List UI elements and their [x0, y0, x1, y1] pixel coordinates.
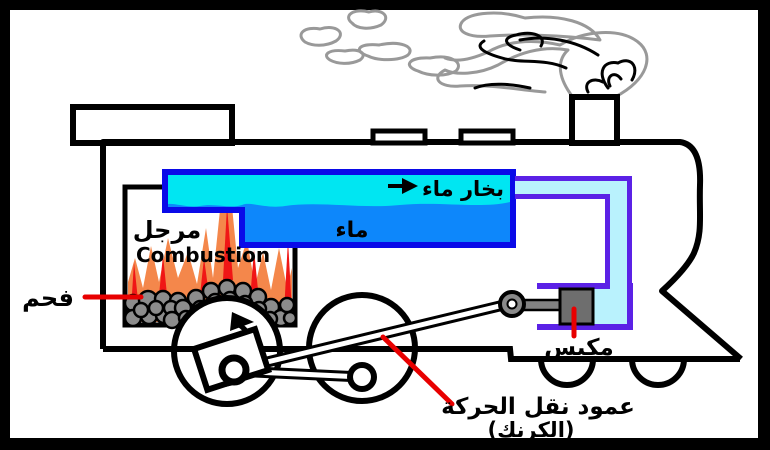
label-water: ماء [335, 218, 368, 243]
locomotive-body-outline [100, 139, 743, 362]
label-piston: مكبس [544, 335, 614, 361]
connecting-rod [228, 297, 518, 376]
label-crankshaft-line2: (الكرنك) [487, 418, 574, 442]
label-steam: بخار ماء [422, 177, 504, 201]
chimney [569, 94, 620, 146]
boiler-dome-right [458, 128, 516, 146]
label-coal: فحم [22, 284, 74, 312]
water-tank-border [162, 169, 516, 248]
smoke-dark-swirls-icon [473, 31, 637, 94]
pointer-line-crank [380, 334, 455, 407]
boiler-dome-left [370, 128, 428, 146]
crank-pin-rear [347, 362, 377, 392]
label-boiler: مرجل [133, 216, 202, 244]
steam-region [168, 175, 510, 207]
pointer-lines [82, 294, 577, 407]
piston-block [558, 287, 595, 326]
small-wheel-left [537, 356, 597, 388]
crosshead-ring-hole [506, 298, 518, 310]
label-combustion: Combustion [136, 243, 270, 267]
crank-pin-front [218, 354, 250, 386]
smoke-plume-icon [299, 9, 649, 99]
small-wheel-right [628, 356, 688, 388]
label-crankshaft-line1: عمود نقل الحركة [441, 394, 635, 420]
steam-flow-arrow-icon [388, 178, 418, 194]
cab-roof [70, 104, 235, 146]
